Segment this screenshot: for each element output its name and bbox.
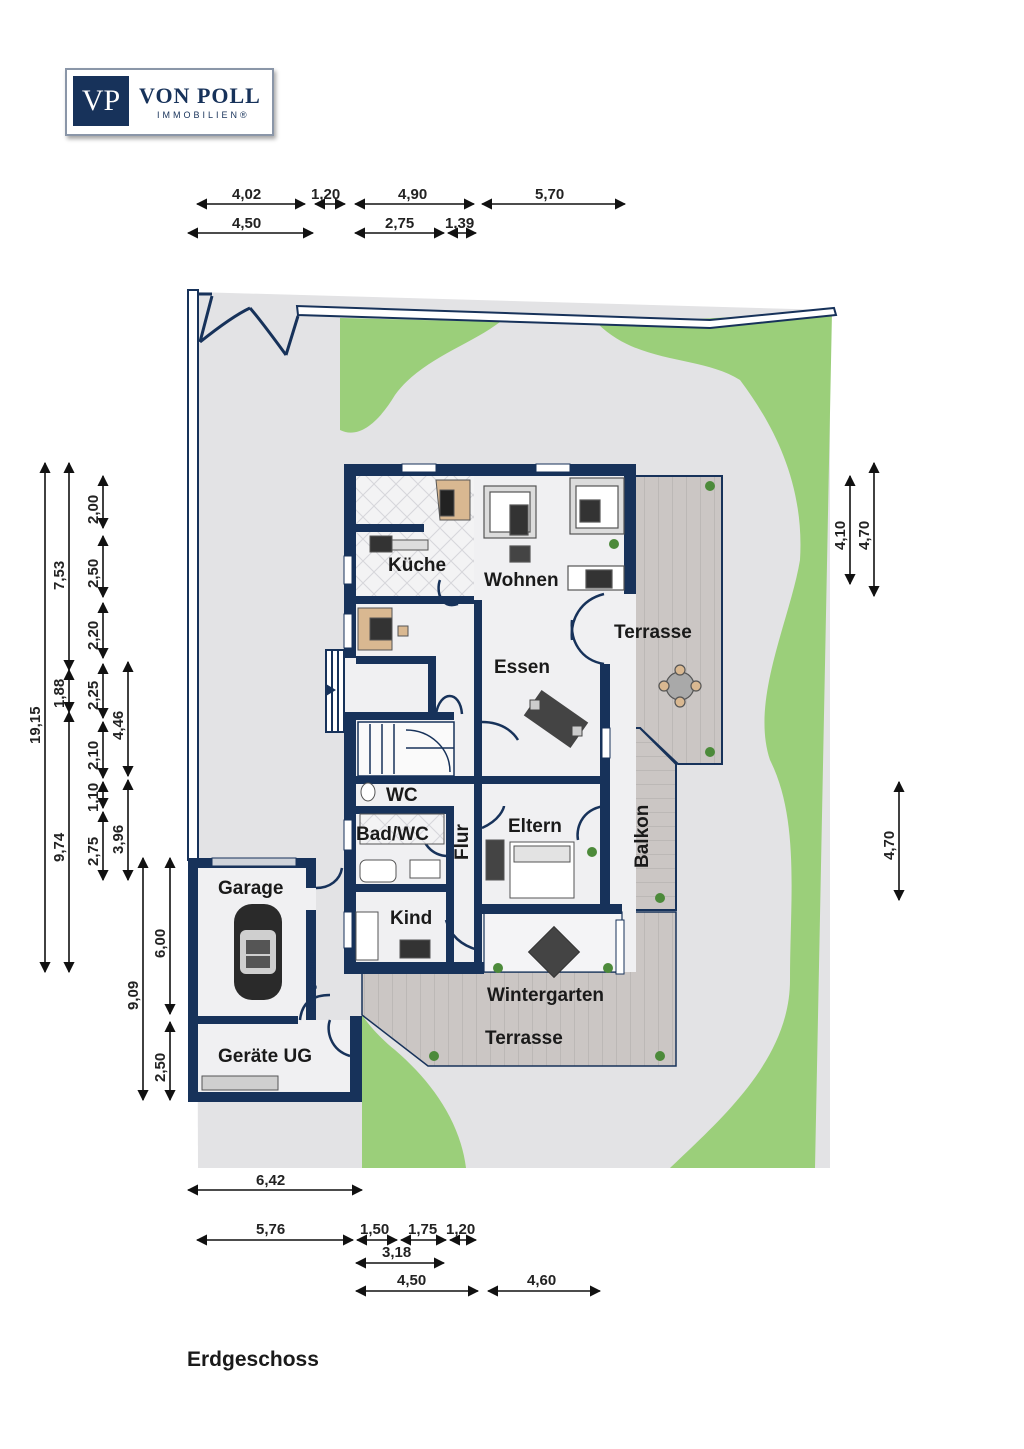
dim-label: 3,18 <box>382 1244 411 1261</box>
room-label-essen: Essen <box>494 657 550 678</box>
plant-icon <box>705 481 715 491</box>
logo: VP VON POLL IMMOBILIEN® <box>65 68 274 136</box>
dim-label: 7,53 <box>51 561 68 590</box>
dining-table <box>523 689 589 749</box>
plant-icon <box>587 847 597 857</box>
dim-label: 9,09 <box>125 981 142 1010</box>
gate-left <box>198 295 251 344</box>
dim-label: 4,50 <box>397 1272 426 1289</box>
room-label-wc: WC <box>386 785 418 806</box>
corner-seating <box>357 607 409 651</box>
dim-label: 1,50 <box>360 1221 389 1238</box>
dim-label: 1,39 <box>445 215 474 232</box>
living-sofas <box>483 477 625 591</box>
room-label-garage: Garage <box>218 878 283 899</box>
logo-mark: VP <box>73 76 129 126</box>
watermark: Immogrundriss <box>307 952 317 1012</box>
dimension-labels: 4,02 1,20 4,90 5,70 4,50 2,75 1,39 19,15… <box>27 186 898 1289</box>
dim-label: 4,46 <box>110 711 127 740</box>
dim-label: 2,10 <box>85 741 102 770</box>
lawn-top-left <box>340 318 500 433</box>
plant-icon <box>705 747 715 757</box>
dim-label: 1,20 <box>446 1221 475 1238</box>
room-label-wohnen: Wohnen <box>484 570 559 591</box>
geraete-shelf <box>201 1075 279 1091</box>
room-label-balkon: Balkon <box>632 805 653 868</box>
dim-label: 2,20 <box>85 621 102 650</box>
windows <box>211 463 625 975</box>
car-icon <box>234 904 282 1000</box>
plant-icon <box>609 539 619 549</box>
logo-subtitle: IMMOBILIEN® <box>157 110 250 120</box>
room-label-flur: Flur <box>452 824 473 860</box>
room-label-kueche: Küche <box>388 555 446 576</box>
room-label-geraete: Geräte UG <box>218 1046 312 1067</box>
dim-label: 6,42 <box>256 1172 285 1189</box>
dim-label: 4,70 <box>856 521 873 550</box>
dim-label: 4,50 <box>232 215 261 232</box>
dim-label: 2,00 <box>85 495 102 524</box>
kitchen-fixtures <box>369 479 471 553</box>
plant-icon <box>493 963 503 973</box>
dim-label: 2,75 <box>385 215 414 232</box>
room-label-terrasse-bottom: Terrasse <box>485 1028 563 1049</box>
child-room-furniture <box>355 911 431 961</box>
dim-label: 9,74 <box>51 832 68 862</box>
doors <box>298 579 605 1058</box>
dim-label: 1,10 <box>85 783 102 812</box>
bathroom-fixtures <box>359 813 445 883</box>
staircase <box>357 721 455 777</box>
dim-label: 2,25 <box>85 681 102 710</box>
lawn-right <box>598 312 832 1168</box>
dim-label: 5,70 <box>535 186 564 203</box>
room-label-terrasse-top: Terrasse <box>614 622 692 643</box>
logo-name: VON POLL <box>139 83 261 108</box>
dim-label: 2,50 <box>85 559 102 588</box>
room-label-wintergarten: Wintergarten <box>487 985 604 1006</box>
room-label-kind: Kind <box>390 908 432 929</box>
plant-icon <box>429 1051 439 1061</box>
dim-label: 6,00 <box>152 929 169 958</box>
plant-icon <box>603 963 613 973</box>
toilet-icon <box>360 782 376 802</box>
lawn-bottom <box>362 1015 466 1168</box>
boundary-wall <box>187 289 199 861</box>
floor-title: Erdgeschoss <box>187 1348 319 1371</box>
dim-label: 1,88 <box>51 679 68 708</box>
dim-label: 19,15 <box>27 706 44 744</box>
dim-label: 1,75 <box>408 1221 437 1238</box>
dim-label: 4,90 <box>398 186 427 203</box>
dim-label: 2,75 <box>85 837 102 866</box>
gate-right <box>248 307 300 356</box>
terrace-table <box>658 664 702 708</box>
dim-label: 4,02 <box>232 186 261 203</box>
dim-label: 1,20 <box>311 186 340 203</box>
wintergarten-table <box>527 925 581 979</box>
entrance-arrow-icon <box>326 684 336 696</box>
plant-icon <box>655 893 665 903</box>
dim-label: 3,96 <box>110 825 127 854</box>
boundary-fence <box>295 304 838 330</box>
dim-label: 4,60 <box>527 1272 556 1289</box>
dim-label: 2,50 <box>152 1053 169 1082</box>
dim-label: 4,10 <box>832 521 849 550</box>
room-label-eltern: Eltern <box>508 816 562 837</box>
room-label-bad-wc: Bad/WC <box>356 824 429 845</box>
dimension-lines <box>39 198 905 1297</box>
parents-bed <box>485 839 575 899</box>
dim-label: 4,70 <box>881 831 898 860</box>
dim-label: 5,76 <box>256 1221 285 1238</box>
plant-icon <box>655 1051 665 1061</box>
